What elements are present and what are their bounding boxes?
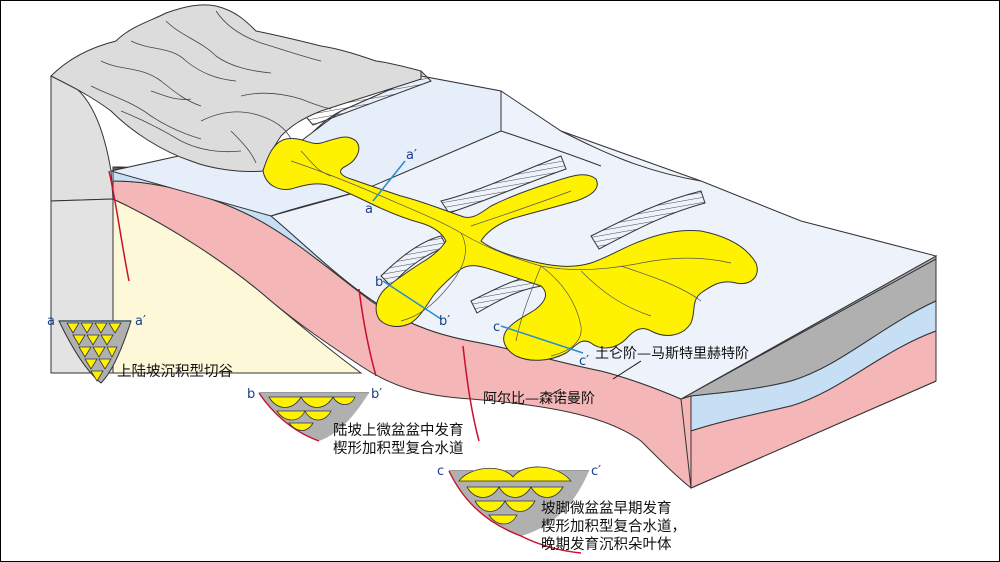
faults (108, 170, 480, 442)
mountain-mass (50, 4, 422, 172)
inset-b-caption-line-1: 陆坡上微盆盆中发育 (333, 422, 464, 439)
inset-b-end: b′ (371, 387, 382, 402)
inset-c-start: c (437, 464, 444, 479)
inset-a-end: a′ (135, 314, 146, 329)
upper-stage-label: 土仑阶—马斯特里赫特阶 (595, 346, 749, 362)
stage-labels: 土仑阶—马斯特里赫特阶 阿尔比—森诺曼阶 (483, 346, 749, 407)
highland-mountains (50, 4, 422, 172)
section-c-start: c (493, 320, 500, 335)
section-a-end: a′ (406, 148, 417, 163)
section-line-b (382, 280, 442, 320)
section-a-start: a (365, 202, 373, 217)
fault-3 (462, 345, 480, 442)
inset-a: a a′ 上陆坡沉积型切谷 (47, 314, 233, 384)
inset-a-caption-line-1: 上陆坡沉积型切谷 (117, 363, 233, 380)
sand-bodies (262, 136, 758, 361)
inset-c-end: c′ (591, 464, 601, 479)
section-lines (372, 160, 584, 354)
upper-fan (262, 136, 758, 361)
inset-c-caption-line-3: 晚期发育沉积朵叶体 (541, 536, 672, 553)
section-c-end: c′ (579, 354, 589, 369)
section-b-end: b′ (439, 314, 450, 329)
fault-1 (108, 170, 130, 282)
inset-b: b b′ 陆坡上微盆盆中发育 楔形加积型复合水道 (247, 387, 464, 457)
inset-b-start: b (247, 387, 255, 402)
inset-c: c c′ 坡脚微盆盆早期发育 楔形加积型复合水道， 晚期发育沉积朵叶体 (437, 464, 686, 554)
inset-c-caption-line-2: 楔形加积型复合水道， (541, 517, 686, 535)
fault-2 (358, 288, 377, 377)
section-line-labels: a a′ b b′ c c′ (365, 148, 589, 369)
scarp-right (590, 190, 706, 250)
lower-stage-label: 阿尔比—森诺曼阶 (483, 391, 595, 407)
inset-b-caption-line-2: 楔形加积型复合水道 (333, 439, 464, 457)
inset-a-start: a (47, 314, 55, 329)
section-b-start: b (375, 275, 383, 290)
scarp-mid (440, 155, 567, 214)
section-line-a (372, 160, 406, 202)
section-line-c (500, 325, 584, 354)
inset-c-caption-line-1: 坡脚微盆盆早期发育 (541, 500, 672, 517)
